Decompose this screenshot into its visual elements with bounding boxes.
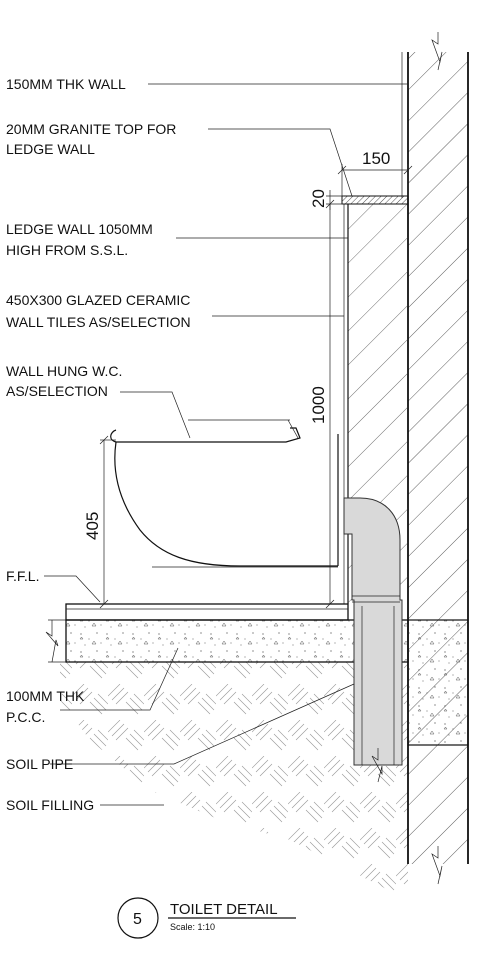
dim-20-label: 20 <box>309 189 328 208</box>
label-granite-line1: 20MM GRANITE TOP FOR <box>6 121 176 137</box>
label-ledge-line2: HIGH FROM S.S.L. <box>6 242 128 258</box>
title-number-circle <box>117 897 159 939</box>
label-tiles-line1: 450X300 GLAZED CERAMIC <box>6 292 190 308</box>
break-line-top <box>431 32 443 71</box>
title-block: 5 TOILET DETAIL Scale: 1:10 <box>117 897 296 939</box>
label-pcc-line1: 100MM THK <box>6 688 85 704</box>
floor-finish <box>65 603 349 621</box>
break-line-slab <box>45 620 59 663</box>
label-soil-pipe: SOIL PIPE <box>6 756 73 772</box>
dim-ledge-width: 150 <box>337 149 413 196</box>
label-soil-filling: SOIL FILLING <box>6 797 94 813</box>
label-tiles-line2: WALL TILES AS/SELECTION <box>6 314 191 330</box>
title-number: 5 <box>133 911 142 928</box>
dim-granite-thk: 20 <box>309 189 344 210</box>
leader-lines <box>44 83 408 806</box>
dim-150-label: 150 <box>362 149 390 168</box>
label-wall: 150MM THK WALL <box>6 76 126 92</box>
label-wc-line1: WALL HUNG W.C. <box>6 363 122 379</box>
label-wc-line2: AS/SELECTION <box>6 383 108 399</box>
wall-foundation <box>407 619 469 746</box>
soil-pipe <box>343 497 403 766</box>
title-name: TOILET DETAIL <box>170 901 278 918</box>
dim-405-label: 405 <box>83 512 102 540</box>
granite-top <box>341 195 409 205</box>
dim-wc-height: 405 <box>83 435 116 609</box>
label-granite-line2: LEDGE WALL <box>6 141 95 157</box>
break-line-pipe <box>371 748 383 783</box>
dim-1000-label: 1000 <box>309 386 328 424</box>
label-ledge-line1: LEDGE WALL 1050MM <box>6 221 153 237</box>
wall-hung-wc <box>110 419 339 567</box>
label-pcc-line2: P.C.C. <box>6 709 45 725</box>
pcc-slab <box>65 619 409 663</box>
break-line-bottom <box>431 846 443 885</box>
label-ffl: F.F.L. <box>6 568 39 584</box>
dim-ledge-height: 1000 <box>309 199 335 609</box>
title-scale: Scale: 1:10 <box>170 922 215 932</box>
soil-filling-hatch <box>60 662 408 900</box>
